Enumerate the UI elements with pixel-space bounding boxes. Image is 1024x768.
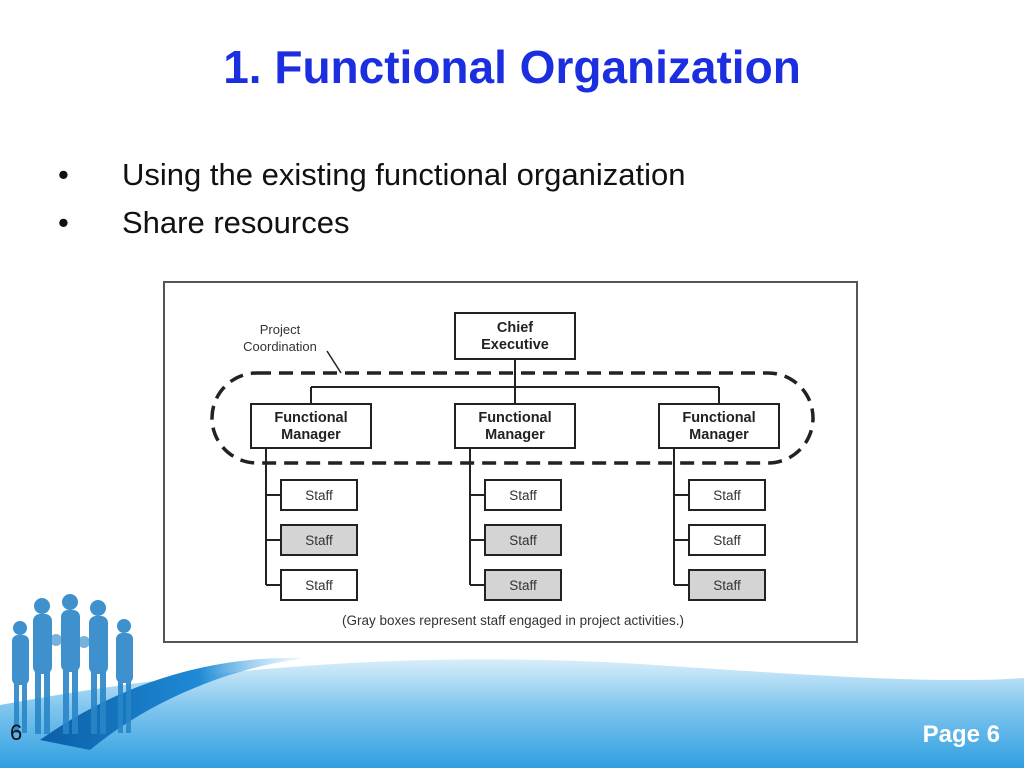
staff-box: Staff (280, 479, 358, 511)
staff-layer: StaffStaffStaffStaffStaffStaffStaffStaff… (265, 448, 766, 601)
svg-text:Manager: Manager (485, 427, 545, 443)
business-people-silhouette-icon (12, 594, 133, 734)
chief-executive-box: Chief Executive (454, 312, 576, 360)
slide-number: 6 (10, 720, 23, 745)
bullet-icon: • (58, 205, 69, 240)
staff-box: Staff (484, 479, 562, 511)
staff-box: Staff (280, 569, 358, 601)
functional-manager-box: Functional Manager (454, 403, 576, 449)
staff-label: Staff (509, 533, 537, 548)
staff-box-project: Staff (484, 524, 562, 556)
chief-connectors (310, 359, 720, 404)
staff-box-project: Staff (484, 569, 562, 601)
coordination-pointer (326, 350, 342, 374)
svg-text:Manager: Manager (281, 427, 341, 443)
coordination-label-line1: Project (260, 322, 301, 337)
staff-box-project: Staff (280, 524, 358, 556)
bullet-text: Share resources (122, 205, 350, 240)
staff-label: Staff (305, 578, 333, 593)
page-label: Page 6 (922, 721, 1000, 748)
project-coordination-boundary (210, 371, 815, 465)
staff-label: Staff (509, 488, 537, 503)
staff-label: Staff (305, 533, 333, 548)
functional-manager-box: Functional Manager (658, 403, 780, 449)
staff-label: Staff (713, 488, 741, 503)
footer-swoosh (40, 657, 305, 750)
svg-text:Functional: Functional (682, 410, 755, 426)
org-chart-figure: Project Coordination Chief Executive Fun… (163, 281, 858, 643)
staff-label: Staff (305, 488, 333, 503)
staff-box: Staff (688, 479, 766, 511)
functional-manager-box: Functional Manager (250, 403, 372, 449)
staff-label: Staff (713, 578, 741, 593)
slide-title: 1. Functional Organization (223, 41, 801, 93)
coordination-label-line2: Coordination (243, 339, 317, 354)
bullet-icon: • (58, 157, 69, 192)
svg-text:Functional: Functional (274, 410, 347, 426)
bullet-text: Using the existing functional organizati… (122, 157, 686, 192)
svg-text:Executive: Executive (481, 337, 549, 353)
diagram-note: (Gray boxes represent staff engaged in p… (342, 613, 684, 628)
staff-box-project: Staff (688, 569, 766, 601)
staff-label: Staff (713, 533, 741, 548)
footer-wave (0, 659, 1024, 768)
svg-text:Functional: Functional (478, 410, 551, 426)
org-chart: Project Coordination Chief Executive Fun… (210, 312, 815, 628)
svg-text:Manager: Manager (689, 427, 749, 443)
svg-text:Chief: Chief (497, 320, 533, 336)
staff-label: Staff (509, 578, 537, 593)
staff-box: Staff (688, 524, 766, 556)
